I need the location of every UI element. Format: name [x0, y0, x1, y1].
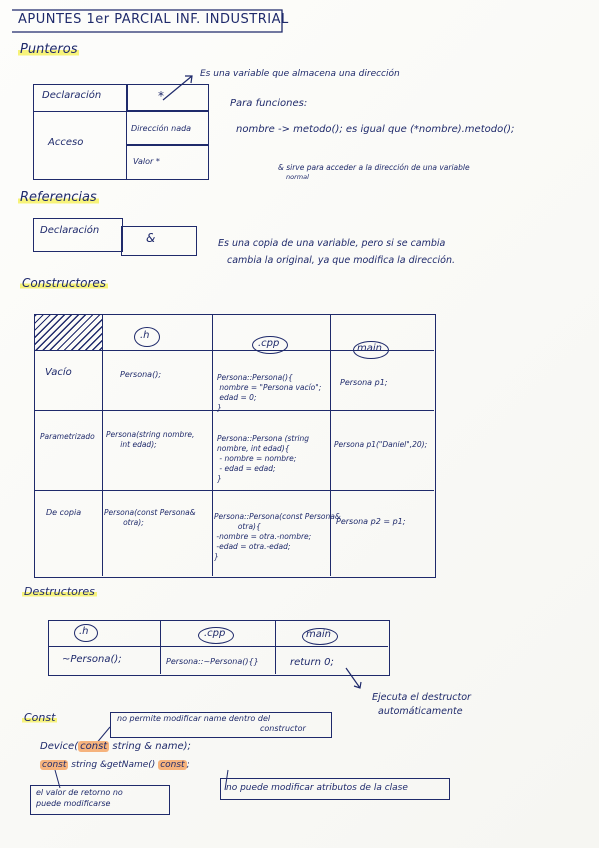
section-heading-referencias: Referencias	[18, 190, 99, 205]
col-main-oval	[353, 341, 389, 359]
section-heading-punteros: Punteros	[18, 42, 80, 57]
punteros-valor-label: Valor *	[133, 157, 160, 166]
const-note-2-line2: puede modificarse	[36, 799, 111, 808]
ampersand-note: & sirve para acceder a la dirección de u…	[278, 163, 470, 172]
dest-cpp-cell: Persona::~Persona(){}	[166, 657, 259, 666]
punteros-decl-symbol: *	[158, 89, 164, 103]
row-label-parametrizado: Parametrizado	[40, 432, 95, 441]
constructores-table	[34, 314, 436, 578]
cell-main-parametrizado: Persona p1("Daniel",20);	[334, 440, 428, 449]
col-divider	[212, 314, 213, 576]
cell-cpp-parametrizado: Persona::Persona (string nombre, int eda…	[217, 434, 310, 483]
cell-main-copia: Persona p2 = p1;	[336, 517, 406, 526]
cell-cpp-copia: Persona::Persona(const Persona& otra){ -…	[214, 512, 341, 561]
dest-col-cpp: .cpp	[204, 628, 226, 639]
dest-note-2: automáticamente	[378, 706, 463, 717]
col-main-label: main	[357, 343, 382, 354]
cell-main-vacio: Persona p1;	[340, 378, 388, 387]
row-label-copia: De copia	[46, 508, 82, 517]
cell-h-copia: Persona(const Persona& otra);	[104, 508, 196, 527]
col-h-oval	[134, 327, 160, 347]
dest-col-main: main	[306, 629, 331, 640]
cell-h-vacio: Persona();	[120, 370, 162, 379]
dest-col-h: .h	[79, 626, 89, 637]
const-note-1-line2: constructor	[260, 724, 306, 733]
cell-cpp-vacio: Persona::Persona(){ nombre = "Persona va…	[217, 373, 322, 412]
hatched-corner	[35, 315, 102, 350]
const-note-3: no puede modificar atributos de la clase	[226, 783, 408, 793]
const-note-box-3	[220, 778, 450, 800]
const-code-line-2: const string &getName() const;	[40, 760, 190, 770]
col-divider	[330, 314, 331, 576]
referencias-symbol-cell	[121, 226, 197, 256]
dest-h-oval	[74, 624, 98, 642]
col-cpp-oval	[252, 336, 288, 354]
punteros-decl-label: Declaración	[42, 90, 102, 101]
dest-cpp-oval	[198, 627, 234, 644]
cell-h-parametrizado: Persona(string nombre, int edad);	[106, 430, 195, 449]
row-divider	[34, 350, 434, 351]
punteros-decl-cell	[33, 84, 128, 112]
section-heading-const: Const	[22, 711, 58, 724]
section-heading-constructores: Constructores	[20, 276, 109, 290]
col-h-label: .h	[140, 330, 150, 341]
row-divider	[48, 646, 388, 647]
destructores-table	[48, 620, 390, 676]
col-cpp-label: .cpp	[258, 338, 280, 349]
referencias-symbol: &	[146, 231, 156, 245]
row-divider	[34, 410, 434, 411]
const-note-box-2	[30, 785, 170, 815]
section-heading-destructores: Destructores	[22, 585, 97, 598]
col-divider	[275, 620, 276, 674]
const-code-line-1: Device(const string & name);	[40, 741, 191, 752]
row-divider	[34, 490, 434, 491]
punteros-valor-cell	[126, 144, 209, 180]
row-label-vacio: Vacío	[45, 367, 72, 378]
punteros-dir-label: Dirección nada	[131, 124, 192, 133]
dest-h-cell: ~Persona();	[62, 654, 122, 665]
dest-main-oval	[302, 628, 338, 645]
referencias-decl-cell	[33, 218, 123, 252]
referencias-decl-label: Declaración	[40, 225, 100, 236]
puntero-equivalence: nombre -> metodo(); es igual que (*nombr…	[236, 124, 515, 135]
ampersand-note-2: normal	[286, 173, 309, 181]
referencias-note-2: cambia la original, ya que modifica la d…	[227, 255, 455, 266]
referencias-note-1: Es una copia de una variable, pero si se…	[218, 238, 446, 249]
punteros-acceso-label: Acceso	[48, 137, 84, 148]
punteros-symbol-cell	[126, 84, 209, 112]
para-funciones: Para funciones:	[230, 98, 308, 109]
const-note-box-1	[110, 712, 332, 738]
punteros-note: Es una variable que almacena una direcci…	[200, 69, 400, 79]
punteros-dir-cell	[126, 110, 209, 146]
col-divider	[102, 314, 103, 576]
dest-main-cell: return 0;	[290, 657, 334, 668]
dest-note-1: Ejecuta el destructor	[372, 692, 471, 703]
col-divider	[160, 620, 161, 674]
const-note-1-line1: no permite modificar name dentro del	[117, 714, 271, 723]
page-title: APUNTES 1er PARCIAL INF. INDUSTRIAL	[18, 12, 289, 27]
const-note-2-line1: el valor de retorno no	[36, 788, 123, 797]
